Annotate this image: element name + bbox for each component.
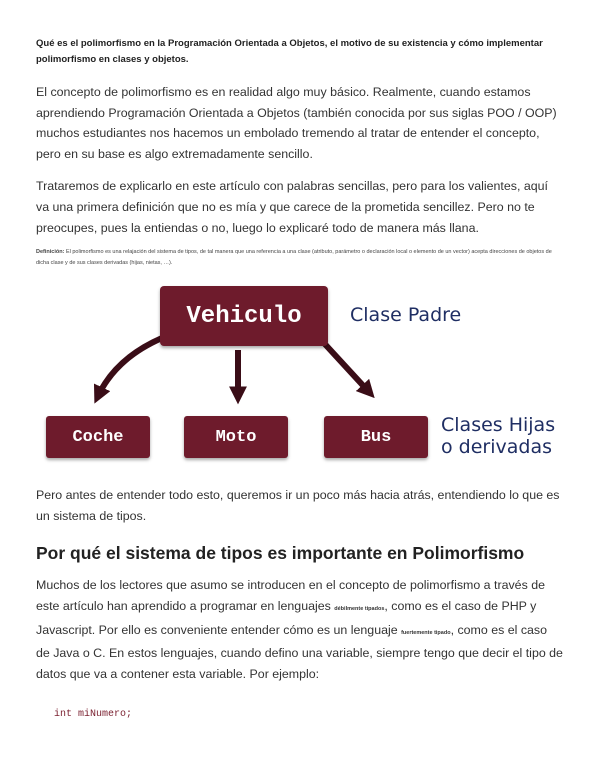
p4-text-c: , como es el caso de Java o C. En estos … — [36, 622, 563, 681]
article-title: Qué es el polimorfismo en la Programació… — [36, 38, 543, 65]
diagram-arrows — [93, 335, 375, 405]
child-class-box-coche: Coche — [46, 416, 150, 459]
p4-text-b: , como es el caso de PHP y Javascript. P… — [36, 598, 537, 637]
strongly-typed-term: fuertemente tipado — [401, 629, 451, 636]
inheritance-diagram: Vehiculo Clase Padre Coche Moto Bus Clas… — [36, 286, 564, 466]
body-paragraph-1: Pero antes de entender todo esto, querem… — [36, 488, 560, 523]
parent-class-box: Vehiculo — [160, 286, 328, 347]
body-paragraph-2: Muchos de los lectores que asumo se intr… — [36, 575, 564, 684]
article: Qué es el polimorfismo en la Programació… — [36, 36, 564, 720]
parent-class-label: Clase Padre — [350, 304, 462, 327]
child-classes-label: Clases Hijas o derivadas — [441, 414, 555, 458]
definition-text: El polimorfismo es una relajación del si… — [36, 249, 552, 267]
child-class-box-bus: Bus — [324, 416, 428, 459]
intro-paragraph-2: Trataremos de explicarlo en este artícul… — [36, 179, 548, 235]
definition-note: Definición: El polimorfismo es una relaj… — [36, 247, 564, 269]
child-classes-label-line-2: o derivadas — [441, 436, 552, 459]
section-heading: Por qué el sistema de tipos es important… — [36, 543, 525, 564]
arrow-to-coche — [93, 335, 164, 404]
p4-text-a: Muchos de los lectores que asumo se intr… — [36, 578, 545, 613]
child-class-box-moto: Moto — [184, 416, 288, 459]
arrow-to-bus — [320, 340, 375, 399]
code-example: int miNumero; — [54, 709, 133, 721]
child-classes-label-line-1: Clases Hijas — [441, 414, 556, 437]
weakly-typed-term: débilmente tipados — [334, 605, 385, 612]
intro-paragraph-1: El concepto de polimorfismo es en realid… — [36, 85, 557, 161]
definition-label: Definición: — [36, 249, 65, 256]
